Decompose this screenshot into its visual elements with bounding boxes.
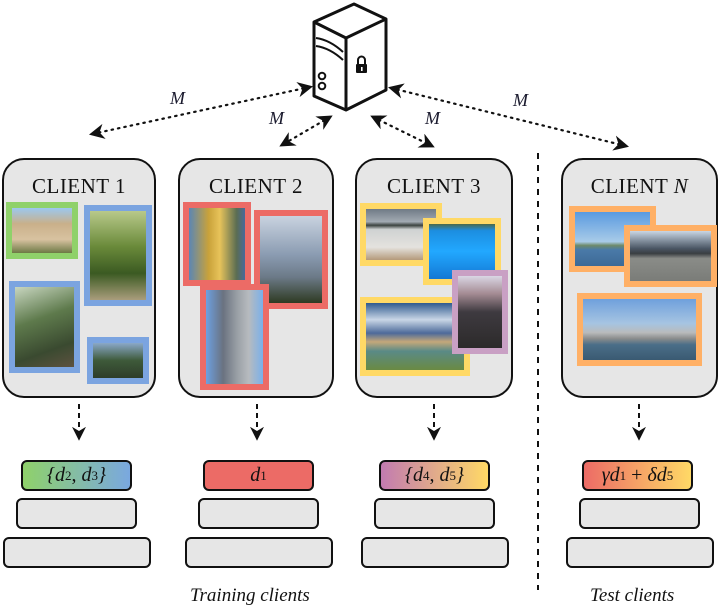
delta: δ — [647, 464, 657, 486]
client-3-layer-3 — [361, 537, 509, 568]
brace-close: } — [456, 464, 464, 486]
link-arrow-client-1 — [88, 82, 314, 139]
var-a-sub: 1 — [619, 467, 627, 483]
client-n-photo-waterfront-towers — [577, 293, 702, 366]
client-3-photo-lake-clouds — [360, 297, 470, 376]
client-1-photo-church — [6, 202, 78, 259]
link-label-client-3: M — [425, 108, 440, 128]
brace-open: { — [405, 464, 413, 486]
var-a: d — [413, 464, 423, 486]
link-arrow-client-n — [388, 83, 629, 151]
client-n-title: CLIENT N — [590, 174, 689, 198]
var-a: d — [250, 464, 261, 486]
var-a-sub: 1 — [260, 467, 267, 483]
brace-close: } — [98, 464, 106, 486]
var-b-sub: 3 — [91, 467, 99, 483]
var-a: d — [609, 464, 620, 486]
client-1-photo-tall-trees — [9, 281, 80, 373]
link-label-client-2: M — [269, 108, 284, 128]
client-1-photo-forest-path — [84, 205, 152, 306]
var-b: d — [656, 464, 667, 486]
var-b-sub: 5 — [449, 467, 457, 483]
client-3-layer-2 — [374, 498, 495, 529]
client-n-photo-bridge-city — [624, 225, 717, 287]
client-2-photo-office-tower — [200, 284, 269, 390]
client-3-card: CLIENT 3 — [355, 158, 513, 398]
separator: , — [71, 464, 82, 486]
client-3-photo-mountain-valley — [452, 270, 508, 354]
link-label-client-1: M — [170, 88, 185, 108]
brace-open: { — [47, 464, 55, 486]
client-1-card: CLIENT 1 — [2, 158, 156, 398]
separator: , — [429, 464, 440, 486]
var-a: d — [55, 464, 65, 486]
client-3-title: CLIENT 3 — [386, 174, 482, 198]
client-2-card: CLIENT 2 — [178, 158, 334, 398]
var-b: d — [439, 464, 450, 486]
client-1-layer-3 — [3, 537, 151, 568]
var-a-sub: 2 — [65, 467, 72, 483]
client-n-card: CLIENT N — [561, 158, 718, 398]
plus: + — [626, 464, 648, 486]
client-2-photo-glass-towers — [254, 210, 328, 309]
var-b-sub: 5 — [666, 467, 674, 483]
training-clients-caption: Training clients — [190, 585, 310, 606]
client-1-photo-palm-canopy — [87, 337, 149, 384]
link-label-client-n: M — [513, 90, 528, 110]
client-2-photo-gold-skyscraper — [183, 202, 251, 286]
client-n-layer-3 — [566, 537, 714, 568]
link-arrow-client-3 — [370, 115, 435, 148]
var-a-sub: 4 — [423, 467, 430, 483]
client-1-layer-2 — [16, 498, 137, 529]
var-b: d — [81, 464, 92, 486]
client-2-layer-2 — [198, 498, 319, 529]
lock-icon — [356, 55, 367, 73]
client-1-title: CLIENT 1 — [31, 174, 127, 198]
gamma: γ — [601, 464, 610, 486]
test-clients-caption: Test clients — [590, 585, 675, 606]
client-n-layer-2 — [579, 498, 700, 529]
link-arrow-client-2 — [279, 115, 333, 147]
client-2-title: CLIENT 2 — [208, 174, 304, 198]
server-lock-icon — [312, 2, 388, 112]
client-2-layer-3 — [185, 537, 333, 568]
